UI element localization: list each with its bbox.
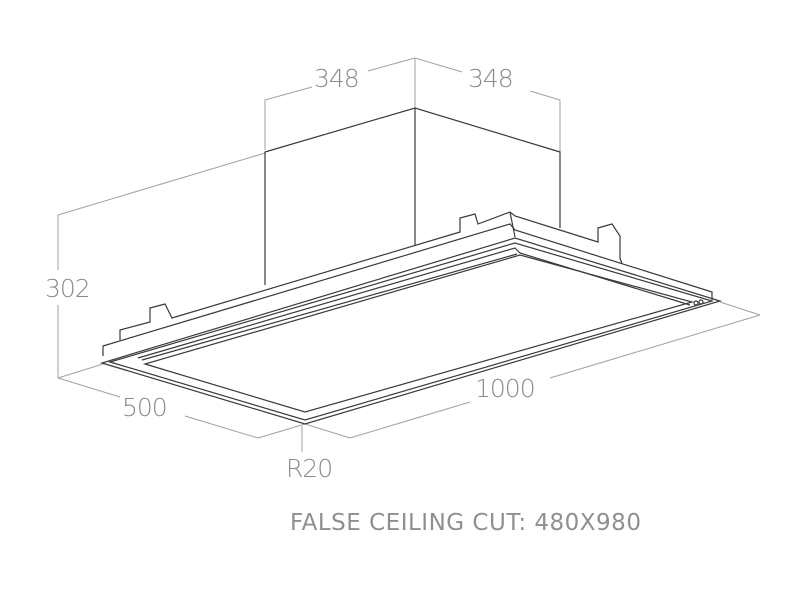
dimension-radius: R20 <box>286 454 333 483</box>
dimension-width-right: 348 <box>468 64 514 93</box>
dimension-height: 302 <box>45 274 91 303</box>
hood-body <box>99 107 723 425</box>
dimension-depth: 500 <box>122 393 168 422</box>
dimension-width-left: 348 <box>314 64 360 93</box>
false-ceiling-note: FALSE CEILING CUT: 480X980 <box>290 510 642 536</box>
dimension-lines <box>57 57 761 452</box>
dimension-length: 1000 <box>475 374 536 403</box>
